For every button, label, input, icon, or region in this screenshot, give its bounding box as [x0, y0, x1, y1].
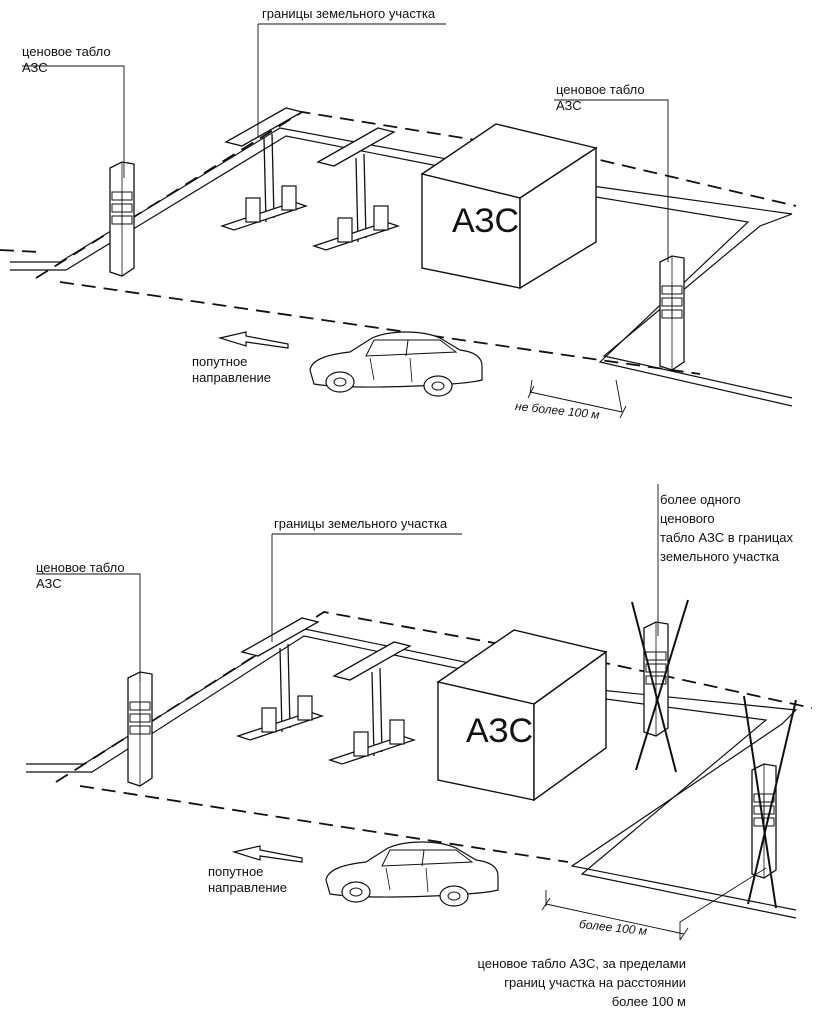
bottom-sign-left-line-2: АЗС — [36, 576, 62, 591]
bottom-outside-sign-note: ценовое табло АЗС, за пределами границ у… — [456, 954, 686, 1011]
top-pylon-right — [659, 255, 685, 371]
bottom-diagram: АЗС — [26, 484, 813, 941]
bottom-car — [325, 841, 499, 907]
bottom-direction-arrow — [231, 845, 303, 863]
bottom-extra-sign-line-4: земельного участка — [660, 549, 780, 564]
top-direction-label: попутное направление — [192, 354, 271, 386]
bottom-outside-sign-line-1: ценовое табло АЗС, за пределами — [477, 956, 686, 971]
bottom-plot-boundary-label: границы земельного участка — [274, 516, 448, 531]
top-building: АЗС — [420, 123, 598, 290]
bottom-direction-label: попутное направление — [208, 864, 287, 896]
bottom-direction-line-2: направление — [208, 880, 288, 895]
top-sign-right-label: ценовое табло АЗС — [556, 82, 645, 114]
top-sign-right-line-1: ценовое табло — [556, 82, 645, 97]
top-sign-left-label: ценовое табло АЗС — [22, 44, 111, 76]
top-direction-arrow — [217, 331, 289, 349]
bottom-extra-sign-line-1: более одного — [660, 492, 741, 507]
top-sign-right-line-2: АЗС — [556, 98, 582, 113]
top-diagram: АЗС — [0, 23, 797, 419]
top-direction-line-2: направление — [192, 370, 272, 385]
top-building-label: АЗС — [452, 202, 519, 240]
top-sign-left-line-1: ценовое табло — [22, 44, 111, 59]
top-canopy-2 — [313, 127, 399, 251]
bottom-outside-sign-line-2: границ участка на расстоянии — [504, 975, 686, 990]
top-canopy-1 — [221, 107, 307, 231]
bottom-building-label: АЗС — [466, 712, 533, 750]
bottom-extra-sign-line-3: табло АЗС в границах — [660, 530, 794, 545]
top-plot-boundary-label: границы земельного участка — [262, 6, 436, 21]
bottom-leader-lines — [36, 484, 767, 940]
top-plot-boundary — [0, 111, 797, 375]
top-pylon-left — [109, 161, 135, 277]
bottom-pylon-left — [127, 671, 153, 787]
bottom-pylon-outside — [751, 763, 777, 879]
bottom-sign-left-label: ценовое табло АЗС — [36, 560, 125, 592]
bottom-canopy-2 — [329, 641, 415, 765]
bottom-building: АЗС — [436, 629, 608, 802]
bottom-extra-sign-line-2: ценового — [660, 511, 715, 526]
bottom-plot-boundary — [55, 611, 813, 863]
bottom-crossed-out-marks — [631, 599, 797, 909]
bottom-dimension — [541, 890, 689, 941]
top-dimension — [527, 379, 627, 419]
top-leader-lines — [22, 23, 669, 262]
top-sign-left-line-2: АЗС — [22, 60, 48, 75]
bottom-sign-left-line-1: ценовое табло — [36, 560, 125, 575]
bottom-extra-sign-note: более одного ценового табло АЗС в границ… — [660, 490, 793, 566]
bottom-canopy-1 — [237, 617, 323, 741]
top-direction-line-1: попутное — [192, 354, 248, 369]
top-car — [309, 331, 483, 397]
bottom-direction-line-1: попутное — [208, 864, 264, 879]
bottom-outside-sign-line-3: более 100 м — [611, 994, 686, 1009]
